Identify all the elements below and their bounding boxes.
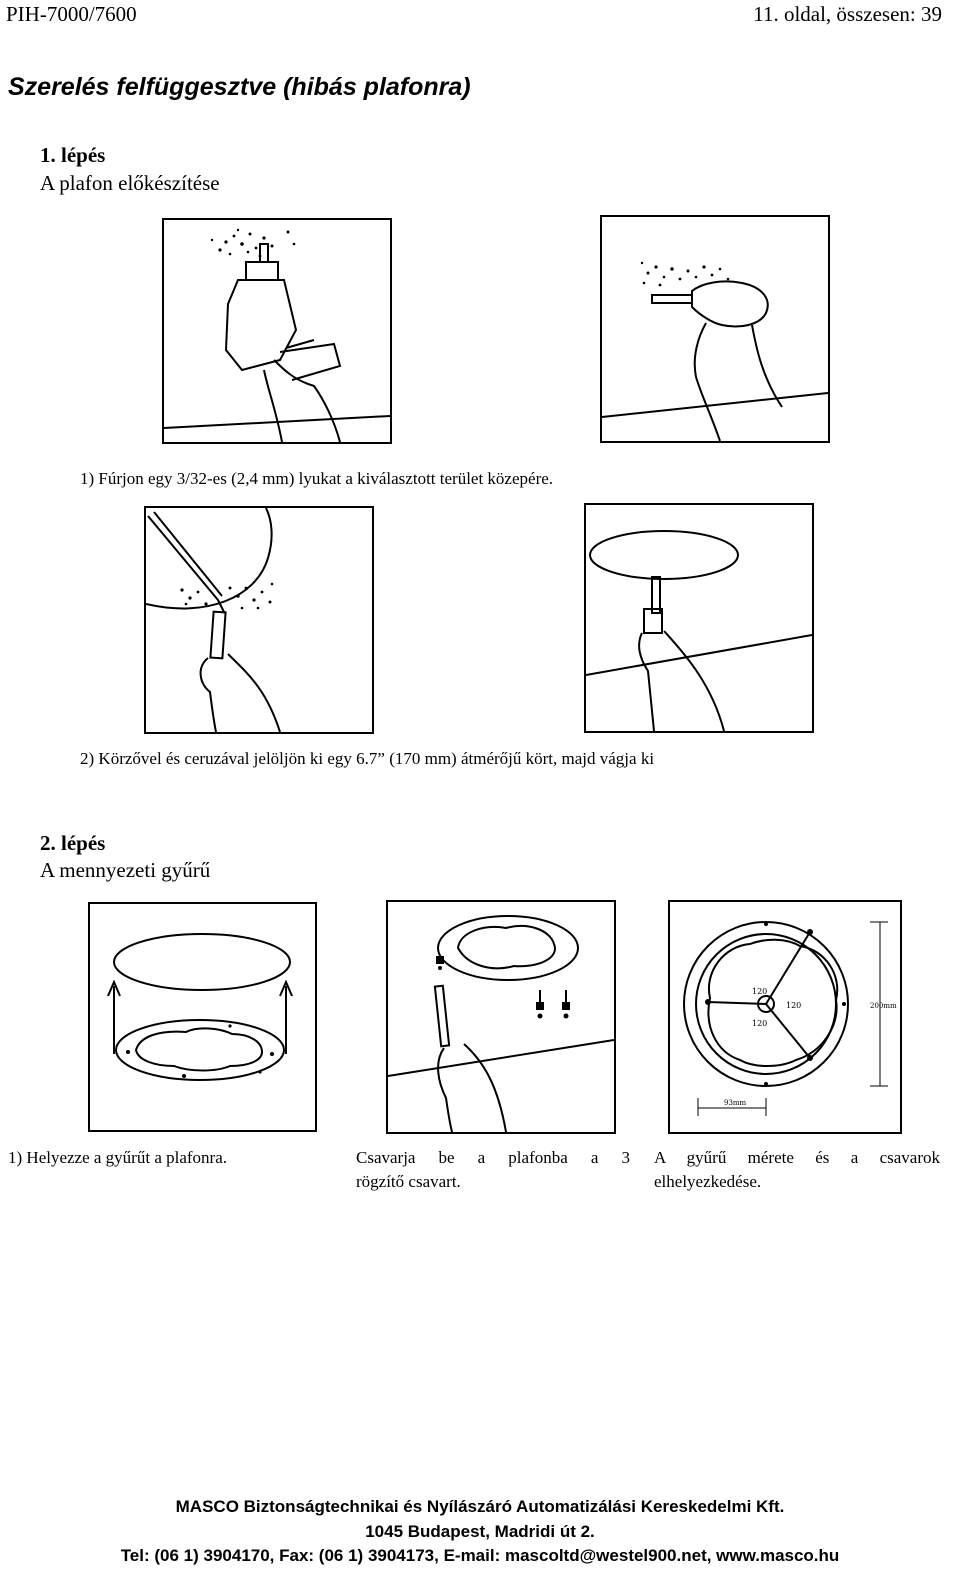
step2-caption-c-line1: A gyűrű mérete és a csavarok — [654, 1148, 940, 1168]
dimension-120-right: 120 — [786, 1001, 801, 1010]
document-code: PIH-7000/7600 — [6, 2, 137, 27]
dimension-200mm: 200mm — [870, 1002, 897, 1010]
step2-caption-b-line2: rögzítő csavart. — [356, 1172, 461, 1192]
figure-compass-marking — [144, 506, 374, 734]
hand-bit-illustration — [602, 217, 828, 441]
step2-label: 2. lépés — [40, 831, 105, 856]
footer-address: 1045 Budapest, Madridi út 2. — [0, 1522, 960, 1542]
compass-illustration — [146, 508, 372, 732]
footer-contact: Tel: (06 1) 3904170, Fax: (06 1) 3904173… — [0, 1546, 960, 1566]
cutting-illustration — [586, 505, 812, 731]
figure-cutting-circle — [584, 503, 814, 733]
section-title: Szerelés felfüggesztve (hibás plafonra) — [8, 73, 471, 102]
footer-company: MASCO Biztonságtechnikai és Nyílászáró A… — [0, 1497, 960, 1517]
screwing-illustration — [388, 902, 614, 1132]
page-number: 11. oldal, összesen: 39 — [753, 2, 942, 27]
ring-dimensions-diagram: 120 120 120 200mm 93mm — [670, 902, 900, 1132]
step1-caption-1: 1) Fúrjon egy 3/32-es (2,4 mm) lyukat a … — [80, 469, 553, 489]
step1-caption-2: 2) Körzővel és ceruzával jelöljön ki egy… — [80, 749, 654, 769]
dimension-120-top: 120 — [752, 987, 767, 996]
figure-screwing-ring — [386, 900, 616, 1134]
step1-subtitle: A plafon előkészítése — [40, 171, 220, 196]
figure-drill-ceiling — [162, 218, 392, 444]
step2-subtitle: A mennyezeti gyűrű — [40, 858, 210, 883]
figure-hand-bit-ceiling — [600, 215, 830, 443]
step2-caption-b-line1: Csavarja be a plafonba a 3 — [356, 1148, 630, 1168]
ring-placement-illustration — [90, 904, 315, 1130]
figure-ring-dimensions: 120 120 120 200mm 93mm — [668, 900, 902, 1134]
step2-caption-c-line2: elhelyezkedése. — [654, 1172, 761, 1192]
drill-illustration — [164, 220, 390, 442]
step2-caption-a: 1) Helyezze a gyűrűt a plafonra. — [8, 1148, 227, 1168]
step1-label: 1. lépés — [40, 143, 105, 168]
figure-ring-placement — [88, 902, 317, 1132]
dimension-120-bottom: 120 — [752, 1019, 767, 1028]
dimension-93mm: 93mm — [724, 1099, 747, 1107]
